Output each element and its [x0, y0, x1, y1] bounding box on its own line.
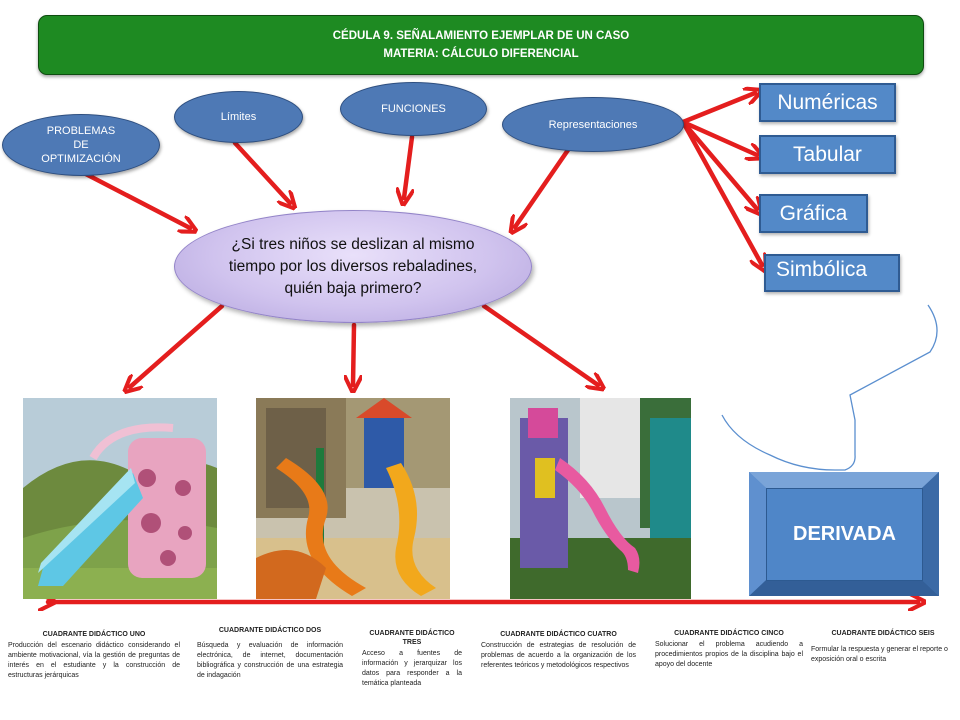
box-simbolica-label: Simbólica	[776, 258, 868, 281]
derivada-label: DERIVADA	[793, 523, 896, 545]
topic-funciones: FUNCIONES	[340, 82, 487, 136]
box-grafica-label: Gráfica	[779, 201, 848, 225]
quadrant-2-title: CUADRANTE DIDÁCTICO DOS	[218, 627, 322, 634]
title-banner: CÉDULA 9. SEÑALAMIENTO EJEMPLAR DE UN CA…	[38, 15, 924, 75]
derivada-label-box: DERIVADA	[766, 488, 923, 581]
quadrant-2: CUADRANTE DIDÁCTICO DOS Búsqueda y evalu…	[197, 626, 343, 681]
quadrant-6-text: Formular la respuesta y generar el repor…	[811, 646, 948, 663]
quadrant-3: CUADRANTE DIDÁCTICO TRES Acceso a fuente…	[362, 629, 462, 689]
arrow-question-to-photo-3	[481, 303, 598, 385]
topic-problemas-line-2: DE	[73, 139, 89, 151]
quadrant-5-text: Solucionar el problema acudiendo a proce…	[655, 641, 803, 668]
quadrant-1-title: CUADRANTE DIDÁCTICO UNO	[42, 631, 146, 638]
arrow-to-grafica	[680, 119, 757, 209]
arrow-question-to-photo-1	[130, 303, 225, 387]
photo-spiral-slide-image	[510, 398, 691, 599]
photo-orange-slides-image	[256, 398, 450, 599]
arrow-to-simbolica	[680, 119, 762, 265]
quadrant-3-text: Acceso a fuentes de información y jerarq…	[362, 650, 462, 687]
quadrant-1: CUADRANTE DIDÁCTICO UNO Producción del e…	[8, 630, 180, 681]
topic-limites-label: Límites	[220, 111, 257, 123]
box-simbolica: Simbólica	[764, 254, 900, 292]
title-line-1: CÉDULA 9. SEÑALAMIENTO EJEMPLAR DE UN CA…	[332, 30, 630, 42]
arrow-funciones-to-question	[404, 134, 415, 198]
derivada-bevel	[749, 472, 939, 596]
box-numericas: Numéricas	[759, 83, 896, 122]
topic-representaciones: Representaciones	[502, 97, 684, 152]
box-numericas-label: Numéricas	[777, 90, 878, 114]
topic-problemas-optimizacion: PROBLEMAS DE OPTIMIZACIÓN	[2, 114, 160, 176]
arrow-representaciones-to-question	[515, 147, 571, 227]
central-question-text: ¿Si tres niños se deslizan al mismo tiem…	[228, 235, 478, 297]
topic-problemas-line-1: PROBLEMAS	[46, 125, 116, 137]
arrow-to-tabular	[680, 119, 757, 155]
topic-problemas-line-3: OPTIMIZACIÓN	[41, 153, 121, 165]
quadrant-4-title: CUADRANTE DIDÁCTICO CUATRO	[500, 631, 617, 638]
box-grafica: Gráfica	[759, 194, 868, 233]
quadrant-3-title: CUADRANTE DIDÁCTICO TRES	[369, 630, 455, 646]
arrow-limites-to-question	[232, 140, 290, 203]
title-line-2: MATERIA: CÁLCULO DIFERENCIAL	[383, 48, 579, 60]
quadrant-1-text: Producción del escenario didáctico consi…	[8, 642, 180, 679]
box-tabular: Tabular	[759, 135, 896, 174]
quadrant-5: CUADRANTE DIDÁCTICO CINCO Solucionar el …	[655, 629, 803, 670]
quadrant-2-text: Búsqueda y evaluación de información ele…	[197, 642, 343, 679]
quadrant-6-title: CUADRANTE DIDÁCTICO SEIS	[831, 630, 935, 637]
playground-photo-orange-slides	[256, 398, 450, 599]
playground-photo-spiral-slide	[510, 398, 691, 599]
photo-pink-slide-image	[23, 398, 217, 599]
quadrant-6: CUADRANTE DIDÁCTICO SEIS Formular la res…	[811, 629, 955, 665]
brace-connector	[721, 304, 938, 471]
box-tabular-label: Tabular	[793, 142, 862, 166]
quadrant-4-text: Construcción de estrategias de resolució…	[481, 642, 636, 669]
topic-limites: Límites	[174, 91, 303, 143]
topic-representaciones-label: Representaciones	[548, 118, 638, 131]
central-question: ¿Si tres niños se deslizan al mismo tiem…	[174, 210, 532, 323]
quadrant-4: CUADRANTE DIDÁCTICO CUATRO Construcción …	[481, 630, 636, 671]
quadrant-5-title: CUADRANTE DIDÁCTICO CINCO	[674, 630, 784, 637]
arrow-to-numericas	[680, 93, 755, 125]
arrow-question-to-photo-2	[353, 322, 354, 385]
playground-photo-pink-slide	[23, 398, 217, 599]
topic-funciones-label: FUNCIONES	[381, 103, 446, 115]
arrow-problemas-to-question	[79, 169, 190, 228]
